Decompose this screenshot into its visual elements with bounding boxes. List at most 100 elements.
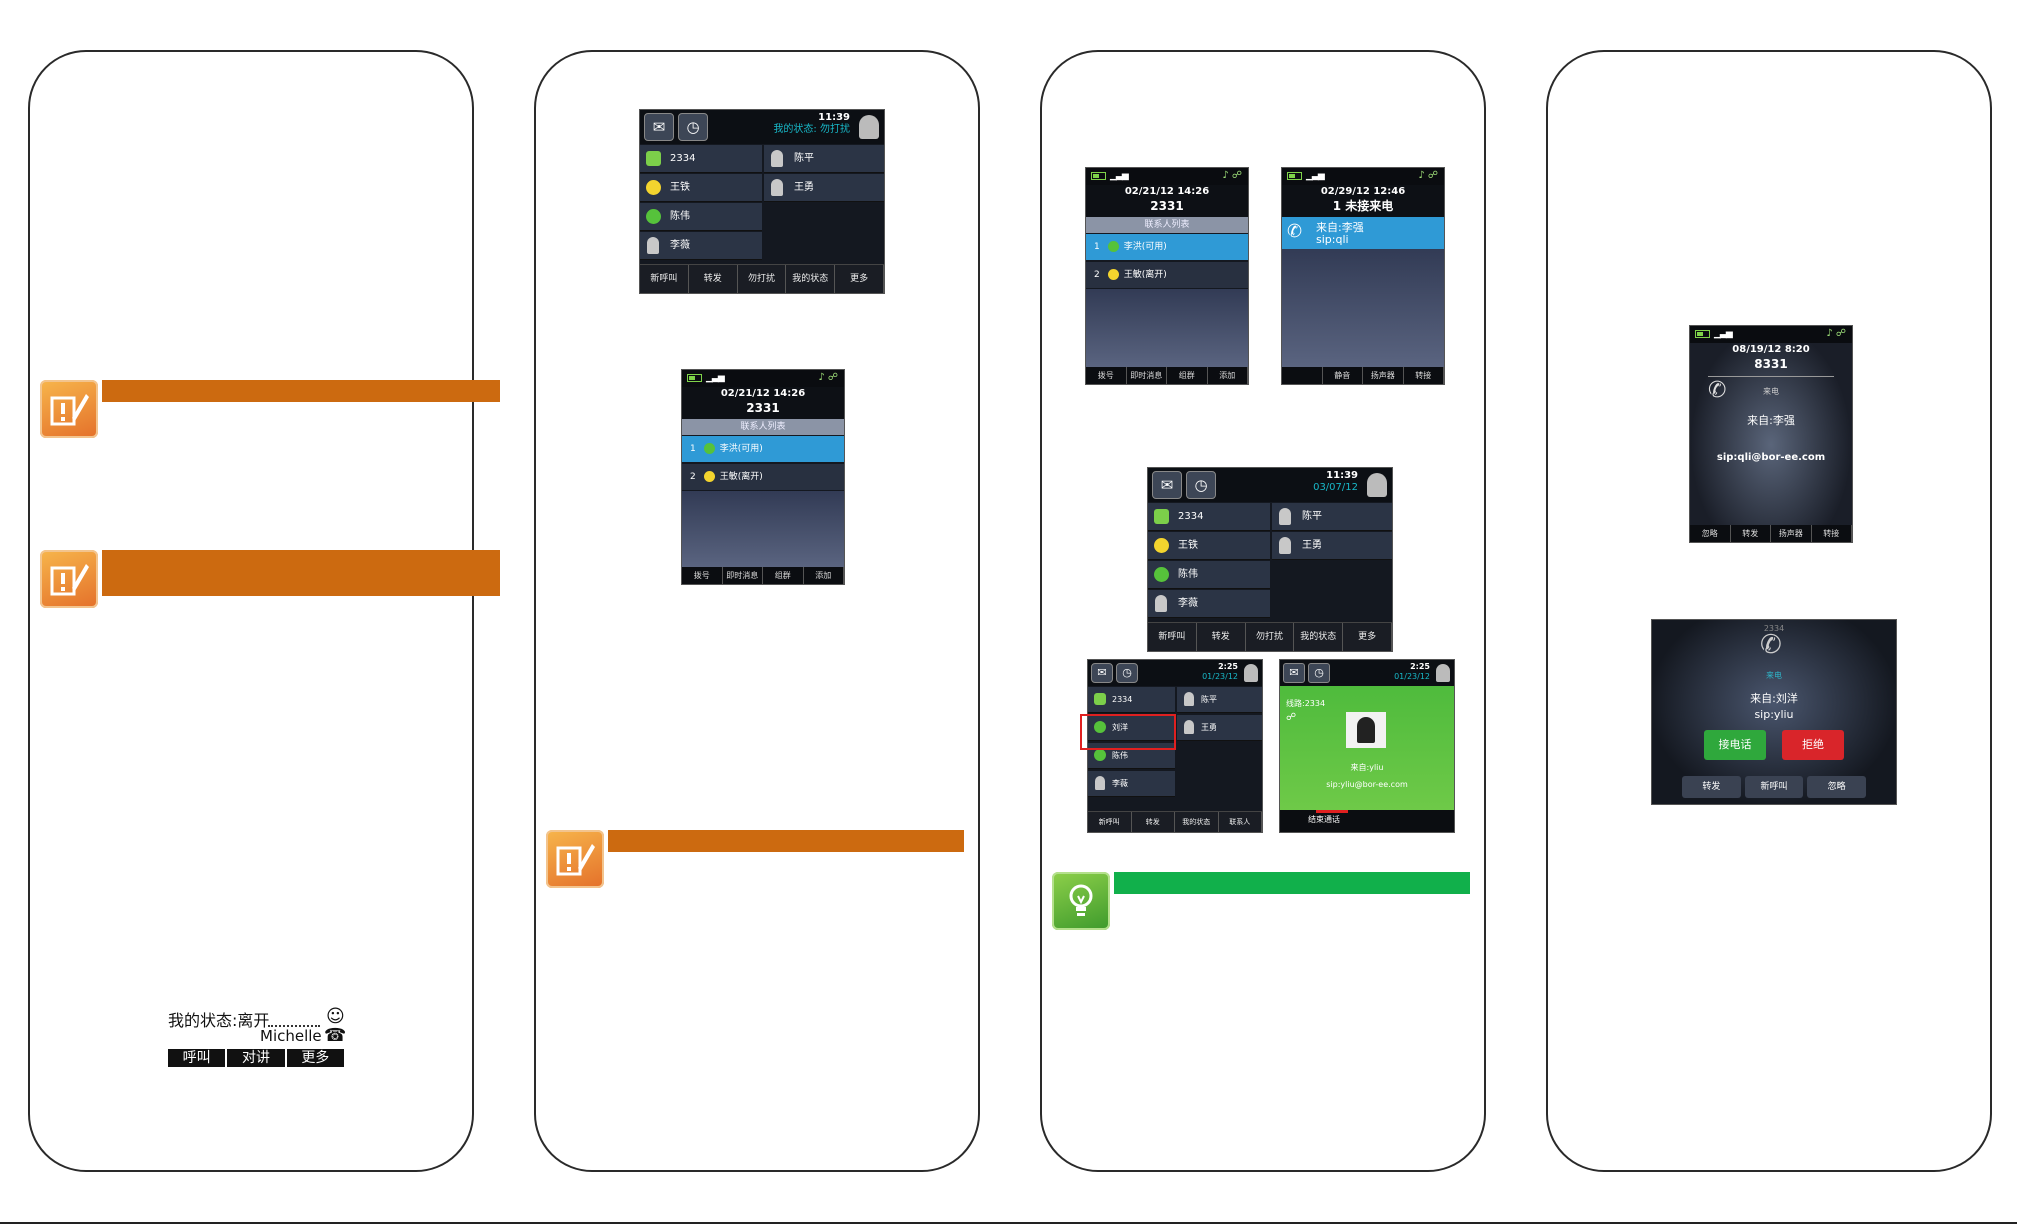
caller-uri: sip:yliu <box>1754 708 1794 721</box>
softkey-dial[interactable]: 拨号 <box>1086 367 1127 384</box>
contact-key[interactable]: 王勇 <box>1177 715 1262 741</box>
line-key[interactable]: 王铁 <box>640 174 762 202</box>
softkey-new-call[interactable]: 新呼叫 <box>640 265 689 293</box>
clock-icon[interactable]: ◷ <box>678 113 708 141</box>
softkey-my-status[interactable]: 我的状态 <box>1175 812 1219 832</box>
line-key[interactable]: 2334 <box>1148 503 1270 531</box>
softkey-more[interactable]: 更多 <box>835 265 884 293</box>
softkey-call[interactable]: 呼叫 <box>168 1049 228 1067</box>
line-key[interactable]: 陈伟 <box>1148 561 1270 589</box>
softkey-more[interactable]: 更多 <box>1343 623 1392 651</box>
softkey-my-status[interactable]: 我的状态 <box>1294 623 1344 651</box>
incoming-label: 来电 <box>1763 387 1779 396</box>
avatar[interactable] <box>1244 664 1258 682</box>
softkey-ignore[interactable]: 忽略 <box>1690 525 1731 542</box>
softkey-group[interactable]: 组群 <box>763 567 804 584</box>
bottom-rule <box>0 1222 2017 1224</box>
presence-yellow-icon <box>703 471 715 482</box>
softkey-transfer[interactable]: 转接 <box>1404 367 1444 384</box>
person-icon <box>1279 508 1291 525</box>
presence-green-icon <box>1094 749 1106 761</box>
contact-key[interactable]: 王勇 <box>764 174 884 202</box>
softkey-dial[interactable]: 拨号 <box>682 567 723 584</box>
softkey-my-status[interactable]: 我的状态 <box>786 265 836 293</box>
softkey-dnd[interactable]: 勿打扰 <box>738 265 787 293</box>
softkey-end-call[interactable]: 结束通话 <box>1308 815 1340 824</box>
my-status: 我的状态: 勿打扰 <box>773 124 850 135</box>
bluetooth-icon: ♪ ☍ <box>1826 328 1846 339</box>
softkey-new-call[interactable]: 新呼叫 <box>1088 812 1132 832</box>
softkey-intercom[interactable]: 对讲 <box>227 1049 287 1067</box>
missed-call-item[interactable]: ✆ 来自:李强 sip:qli <box>1282 217 1444 249</box>
softkey-add[interactable]: 添加 <box>804 567 844 584</box>
softkey-speaker[interactable]: 扬声器 <box>1771 525 1812 542</box>
softkey-im[interactable]: 即时消息 <box>1127 367 1167 384</box>
softkey-forward[interactable]: 转发 <box>1731 525 1771 542</box>
presence-green-icon <box>646 209 661 224</box>
line-key[interactable]: 陈伟 <box>640 203 762 231</box>
softkey-forward[interactable]: 转发 <box>689 265 738 293</box>
bluetooth-icon: ♪ ☍ <box>818 372 838 383</box>
softkey-forward[interactable]: 转发 <box>1132 812 1175 832</box>
messages-icon[interactable]: ✉ <box>1283 663 1305 683</box>
status-bar: ▁▃▅♪ ☍ <box>1282 168 1444 185</box>
softkey-forward[interactable]: 转发 <box>1197 623 1246 651</box>
softkey-contacts[interactable]: 联系人 <box>1219 812 1262 832</box>
line-key[interactable]: 李薇 <box>640 232 762 260</box>
signal-icon: ▁▃▅ <box>1306 171 1325 181</box>
softkey-new-call[interactable]: 新呼叫 <box>1744 776 1804 798</box>
caller-name: 来自:李强 <box>1316 221 1364 234</box>
messages-icon[interactable]: ✉ <box>1091 663 1113 683</box>
softkey-ignore[interactable]: 忽略 <box>1807 776 1867 798</box>
softkey-new-call[interactable]: 新呼叫 <box>1148 623 1197 651</box>
contact-key[interactable]: 陈平 <box>1272 503 1392 531</box>
softkey-transfer[interactable]: 转接 <box>1812 525 1852 542</box>
softkey-dnd[interactable]: 勿打扰 <box>1246 623 1295 651</box>
softkey-forward[interactable]: 转发 <box>1682 776 1741 798</box>
reject-button[interactable]: 拒绝 <box>1782 730 1844 760</box>
softkey-blank <box>1282 367 1323 384</box>
status-bar: ▁▃▅♪ ☍ <box>682 370 844 387</box>
softkey-add[interactable]: 添加 <box>1208 367 1248 384</box>
avatar[interactable] <box>1367 473 1387 497</box>
line-key[interactable]: 陈伟 <box>1088 743 1175 769</box>
avatar[interactable] <box>859 115 879 139</box>
clock-icon[interactable]: ◷ <box>1186 471 1216 499</box>
list-title: 联系人列表 <box>682 419 844 435</box>
caller-uri: sip:qli@bor-ee.com <box>1716 452 1826 463</box>
line-key[interactable]: 2334 <box>640 145 762 173</box>
incoming-phone-icon: ✆ <box>1760 630 1782 660</box>
contact-key[interactable]: 王勇 <box>1272 532 1392 560</box>
clock-icon[interactable]: ◷ <box>1308 663 1330 683</box>
avatar[interactable] <box>1436 664 1450 682</box>
contact-key[interactable]: 陈平 <box>1177 687 1262 713</box>
softkey-more[interactable]: 更多 <box>301 1050 330 1066</box>
softkey-im[interactable]: 即时消息 <box>723 567 763 584</box>
messages-icon[interactable]: ✉ <box>1152 471 1182 499</box>
softkey-group[interactable]: 组群 <box>1167 367 1208 384</box>
line-key[interactable]: 李薇 <box>1148 590 1270 618</box>
clock-icon[interactable]: ◷ <box>1116 663 1138 683</box>
answer-button[interactable]: 接电话 <box>1704 730 1766 760</box>
line-ext: 2334 <box>1763 624 1785 633</box>
softkey-mute[interactable]: 静音 <box>1323 367 1363 384</box>
softkey-speaker[interactable]: 扬声器 <box>1363 367 1404 384</box>
messages-icon[interactable]: ✉ <box>644 113 674 141</box>
line-key[interactable]: 刘洋 <box>1088 715 1175 741</box>
end-call-indicator <box>1316 810 1348 813</box>
person-icon <box>771 179 783 196</box>
line-key[interactable]: 2334 <box>1088 687 1175 713</box>
contact-key[interactable]: 陈平 <box>764 145 884 173</box>
line-key[interactable]: 李薇 <box>1088 771 1175 797</box>
line-key[interactable]: 王铁 <box>1148 532 1270 560</box>
